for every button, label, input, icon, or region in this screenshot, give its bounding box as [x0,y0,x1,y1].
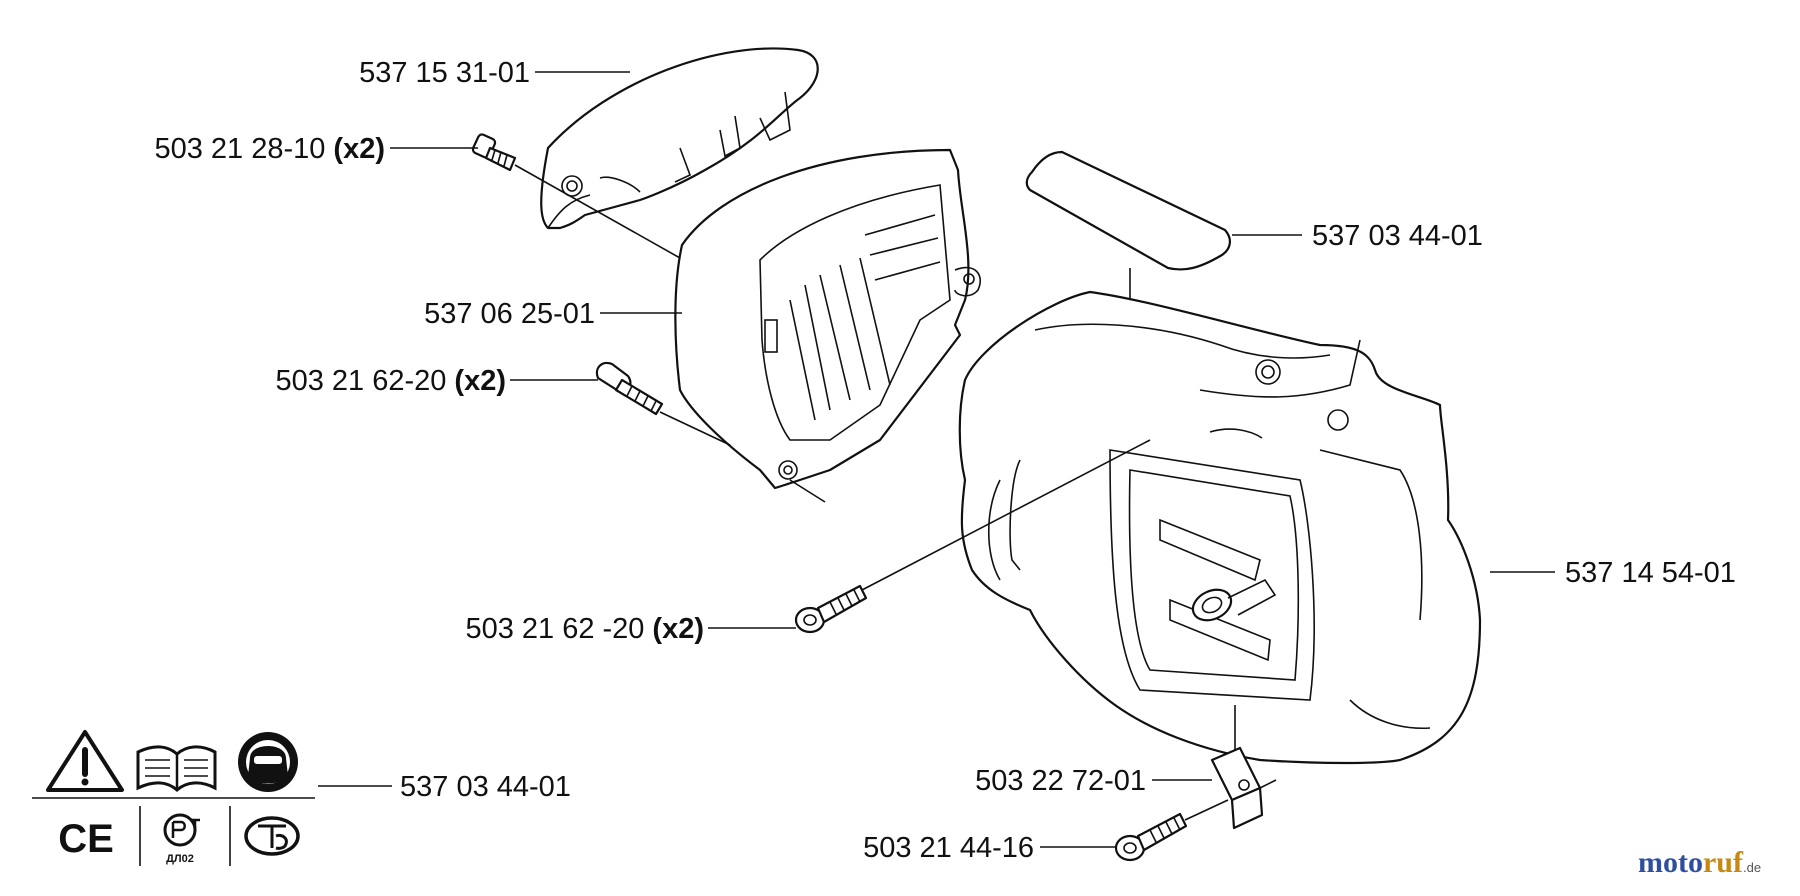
label-housing: 537 14 54-01 [1565,557,1736,589]
label-top-screw-number: 503 21 28-10 [154,133,325,165]
manual-book-icon [136,745,217,793]
label-housing-screw-number: 503 21 62 -20 [465,613,644,645]
label-guard-screw: 503 21 62-20(x2) [275,365,506,397]
label-guard-screw-number: 503 21 62-20 [275,365,446,397]
pct-mark-icon: ДЛ02 [163,813,200,865]
label-housing-screw-qty: (x2) [652,613,704,645]
svg-text:ДЛ02: ДЛ02 [166,853,194,865]
guard-part [674,148,981,503]
svg-text:motoruf.de: motoruf.de [1638,846,1761,879]
label-warning-decal: 537 03 44-01 [400,771,571,803]
clip-part [1210,705,1277,830]
label-top-cover: 537 15 31-01 [359,57,530,89]
watermark-part2: ruf [1703,846,1744,879]
watermark-part1: moto [1638,846,1703,879]
top-cover-part [540,47,819,230]
label-top-screw-qty: (x2) [333,133,385,165]
label-guard: 537 06 25-01 [424,298,595,330]
label-clip: 503 22 72-01 [975,765,1146,797]
label-housing-screw: 503 21 62 -20(x2) [465,613,704,645]
housing-part [958,290,1482,765]
top-screw-part [471,133,681,259]
watermark-logo: motoruf.de [1638,846,1761,879]
warning-triangle-icon [46,730,124,792]
label-clip-screw: 503 21 44-16 [863,832,1034,864]
tb-mark-icon [244,816,300,856]
watermark-suffix: .de [1743,860,1761,875]
label-top-screw: 503 21 28-10(x2) [154,133,385,165]
housing-screw-part [794,439,1151,634]
ce-mark-icon: CE [58,817,114,861]
svg-text:CE: CE [58,817,114,861]
part-labels: 537 15 31-01 503 21 28-10(x2) 537 06 25-… [154,57,1735,864]
protective-gear-icon [238,732,298,792]
clip-screw-part [1114,799,1229,862]
label-decal: 537 03 44-01 [1312,220,1483,252]
leader-lines [318,71,1555,848]
label-guard-screw-qty: (x2) [454,365,506,397]
guard-screw-part [595,361,731,446]
warning-symbols-decal: CE ДЛ02 [32,730,315,866]
